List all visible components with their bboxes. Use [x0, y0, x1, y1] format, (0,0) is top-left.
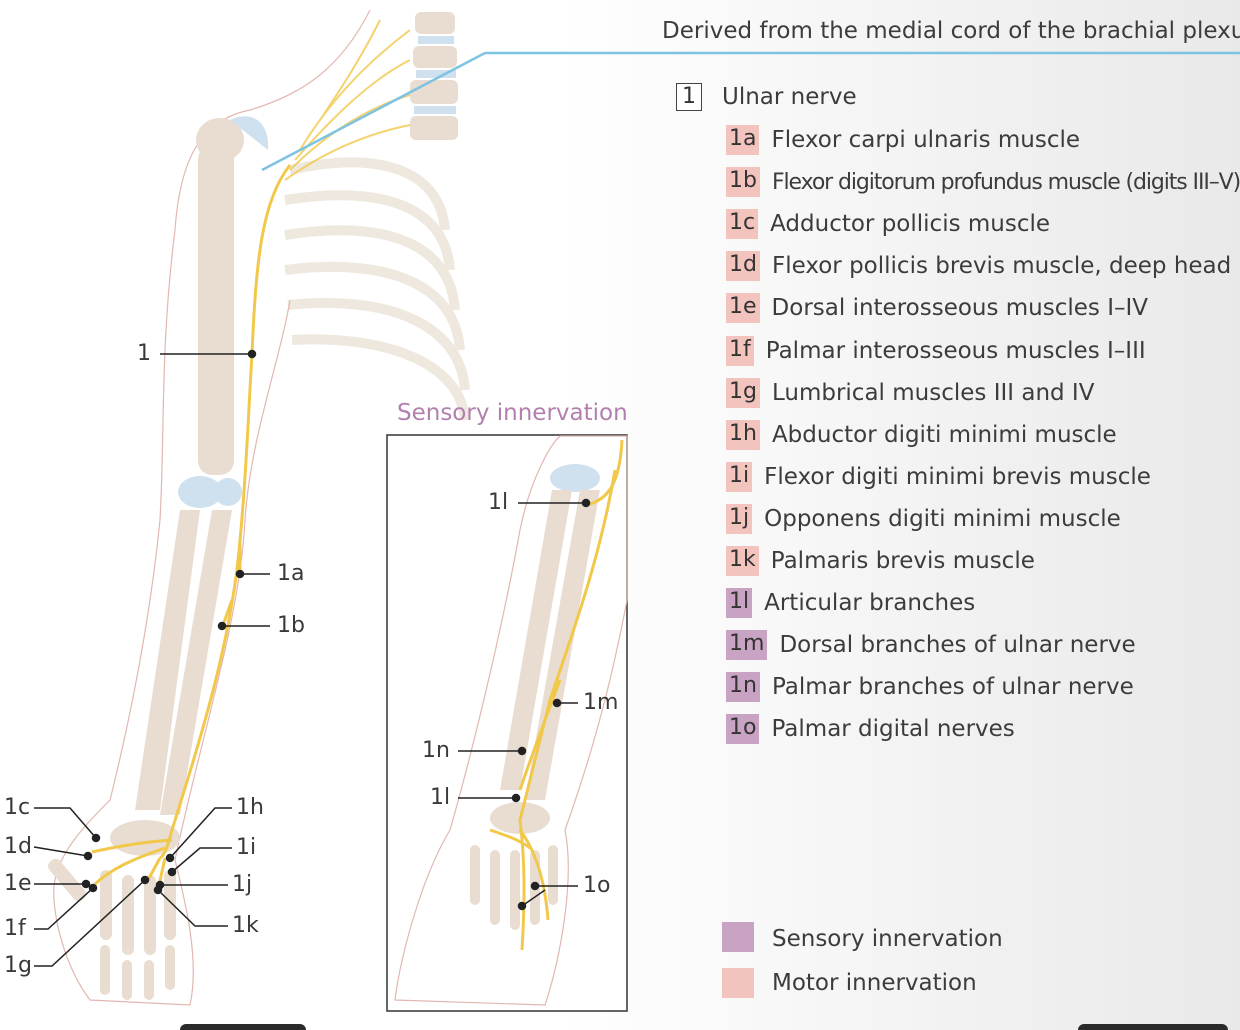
legend-name: Palmar branches of ulnar nerve [771, 674, 1134, 701]
legend-code: 1n [726, 672, 760, 703]
legend-name: Adductor pollicis muscle [770, 211, 1051, 238]
figure-label-1j: 1j [232, 872, 253, 897]
legend-code: 1i [726, 461, 753, 492]
bottom-tab-right[interactable] [1078, 1024, 1228, 1030]
sensory-key-swatch [722, 922, 754, 952]
forearm-bones [135, 510, 232, 815]
brachial-plexus [284, 19, 411, 181]
legend-name: Palmar digital nerves [771, 716, 1015, 743]
sensory-inset-nerve [489, 439, 624, 951]
legend-code: 1 [676, 83, 702, 111]
legend-item: 1k Palmaris brevis muscle [726, 546, 1035, 576]
legend-name: Articular branches [764, 590, 976, 617]
legend-name: Flexor digiti minimi brevis muscle [764, 463, 1151, 490]
figure-label-1k: 1k [232, 913, 259, 938]
legend-code: 1b [726, 167, 760, 198]
legend-item: 1f Palmar interosseous muscles I–III [726, 335, 1146, 366]
arm-outline [53, 9, 371, 1006]
legend-name: Flexor carpi ulnaris muscle [771, 127, 1081, 153]
legend-name: Flexor digitorum profundus muscle (digit… [771, 169, 1240, 195]
legend-code: 1j [726, 503, 753, 534]
legend-name: Palmar interosseous muscles I–III [765, 337, 1146, 364]
sensory-key-label: Sensory innervation [772, 926, 1003, 952]
background-gradient [560, 0, 1240, 1030]
leader-lines [33, 349, 591, 967]
figure-label-1g: 1g [4, 953, 32, 978]
legend-name: Flexor pollicis brevis muscle, deep head [771, 253, 1232, 280]
hand-bones [48, 820, 180, 1000]
cord-leader-line [261, 51, 486, 172]
legend-name: Dorsal branches of ulnar nerve [779, 632, 1136, 659]
spine [410, 12, 458, 140]
legend-name: Dorsal interosseous muscles I–IV [771, 295, 1149, 322]
legend-name: Palmaris brevis muscle [770, 548, 1035, 574]
elbow-joint [178, 476, 242, 508]
legend-item: 1o Palmar digital nerves [726, 714, 1015, 745]
legend-item: 1g Lumbrical muscles III and IV [726, 377, 1095, 408]
figure-label-1b: 1b [277, 613, 305, 638]
figure-label-1h: 1h [236, 795, 264, 820]
legend-item: 1e Dorsal interosseous muscles I–IV [726, 293, 1149, 324]
legend-item: 1a Flexor carpi ulnaris muscle [726, 125, 1080, 155]
legend-item-main: 1 Ulnar nerve [676, 83, 857, 111]
legend-item: 1d Flexor pollicis brevis muscle, deep he… [726, 251, 1232, 282]
legend-code: 1m [726, 630, 768, 661]
legend-code: 1e [726, 293, 760, 324]
legend-code: 1o [726, 714, 760, 745]
figure-label-1l-wrist: 1l [430, 785, 451, 810]
legend-item: 1b Flexor digitorum profundus muscle (dig… [726, 167, 1240, 198]
legend-item: 1c Adductor pollicis muscle [726, 209, 1051, 240]
figure-label-1d: 1d [4, 834, 32, 859]
legend-item: 1i Flexor digiti minimi brevis muscle [726, 461, 1151, 492]
figure-label-1o: 1o [583, 873, 611, 898]
bottom-tab-left[interactable] [180, 1024, 306, 1030]
legend-item: 1m Dorsal branches of ulnar nerve [726, 630, 1136, 661]
legend-code: 1h [726, 419, 760, 450]
legend-name: Lumbrical muscles III and IV [771, 379, 1095, 406]
legend-code: 1c [726, 209, 759, 240]
figure-label-1a: 1a [277, 561, 305, 586]
figure-label-1e: 1e [4, 871, 32, 896]
diagram-header: Derived from the medial cord of the brac… [662, 18, 1240, 44]
motor-key-swatch [722, 968, 754, 998]
figure-label-1: 1 [137, 341, 151, 366]
legend-code: 1f [726, 335, 754, 366]
legend-name: Opponens digiti minimi muscle [764, 505, 1121, 532]
legend-name: Abductor digiti minimi muscle [771, 421, 1117, 448]
motor-key-label: Motor innervation [772, 970, 977, 996]
figure-label-1i: 1i [236, 835, 257, 860]
legend-code: 1l [726, 588, 753, 619]
legend-item: 1h Abductor digiti minimi muscle [726, 419, 1117, 450]
legend-item: 1j Opponens digiti minimi muscle [726, 503, 1121, 534]
legend-item: 1l Articular branches [726, 588, 976, 619]
figure-label-1f: 1f [4, 916, 26, 941]
inset-title: Sensory innervation [397, 400, 628, 426]
figure-label-1c: 1c [4, 795, 31, 820]
legend-code: 1g [726, 377, 760, 408]
figure-label-1l-elbow: 1l [488, 490, 509, 515]
rib-cage [284, 157, 470, 421]
humerus [196, 116, 269, 475]
legend-code: 1a [726, 125, 760, 155]
legend-code: 1k [726, 546, 759, 576]
legend-item: 1n Palmar branches of ulnar nerve [726, 672, 1134, 703]
figure-label-1m: 1m [583, 690, 619, 715]
figure-label-1n: 1n [422, 738, 450, 763]
legend-name: Ulnar nerve [722, 84, 857, 110]
legend-code: 1d [726, 251, 760, 282]
